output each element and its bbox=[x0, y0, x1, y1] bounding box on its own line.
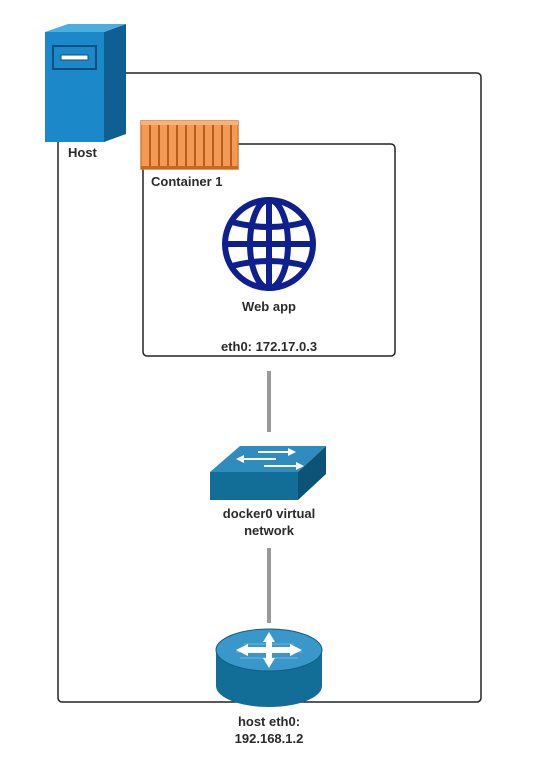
webapp-label: Web app bbox=[242, 299, 296, 314]
bridge-label: docker0 virtual network bbox=[189, 505, 349, 539]
bridge-label-line1: docker0 virtual bbox=[222, 506, 316, 521]
host-nic-label-line2: 192.168.1.2 bbox=[234, 731, 304, 746]
container-icon bbox=[140, 120, 239, 170]
globe-icon bbox=[222, 197, 316, 291]
host-nic-label-line1: host eth0: bbox=[237, 714, 301, 729]
host-nic-label: host eth0: 192.168.1.2 bbox=[189, 713, 349, 747]
server-icon bbox=[45, 24, 126, 142]
switch-icon bbox=[210, 446, 326, 500]
container-interface-label: eth0: 172.17.0.3 bbox=[220, 339, 318, 354]
container-label: Container 1 bbox=[151, 174, 223, 189]
router-icon bbox=[215, 628, 323, 707]
host-label: Host bbox=[68, 145, 97, 160]
bridge-label-line2: network bbox=[244, 523, 294, 538]
